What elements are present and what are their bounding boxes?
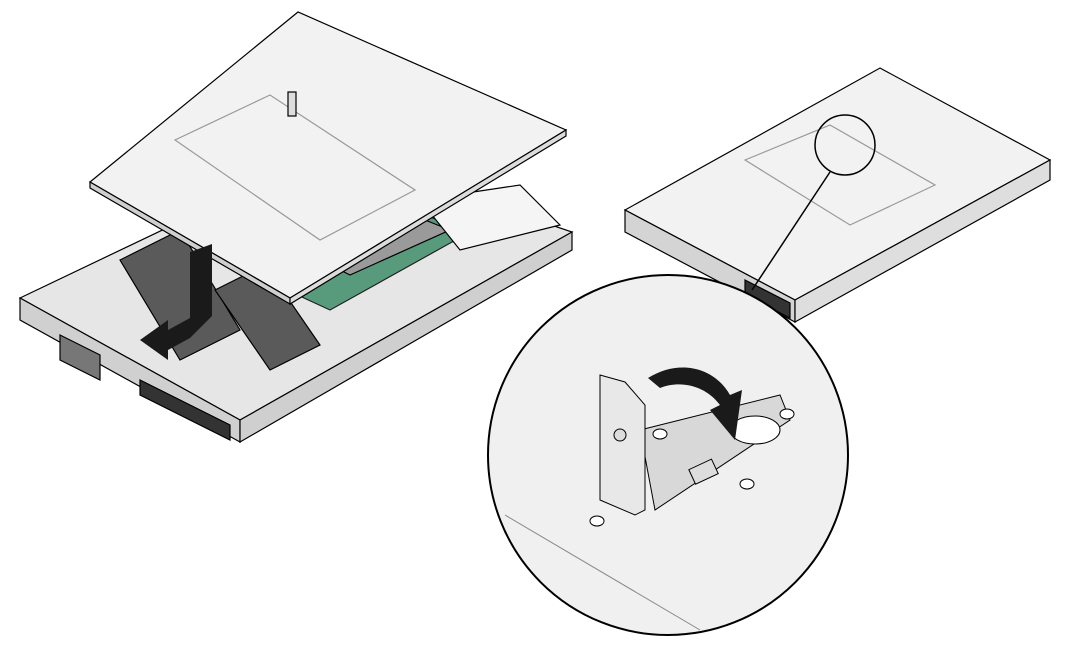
- top-cover: [88, 11, 568, 306]
- rotate-arrow-icon: [648, 367, 742, 440]
- cover-latch[interactable]: [599, 374, 646, 516]
- lock-screw-icon: [613, 428, 627, 442]
- install-arrow: [140, 244, 212, 360]
- screw-holes: [589, 408, 795, 527]
- latch-detail-callout: [487, 274, 849, 636]
- callout-leader: [751, 171, 831, 291]
- right-server: [623, 67, 1052, 324]
